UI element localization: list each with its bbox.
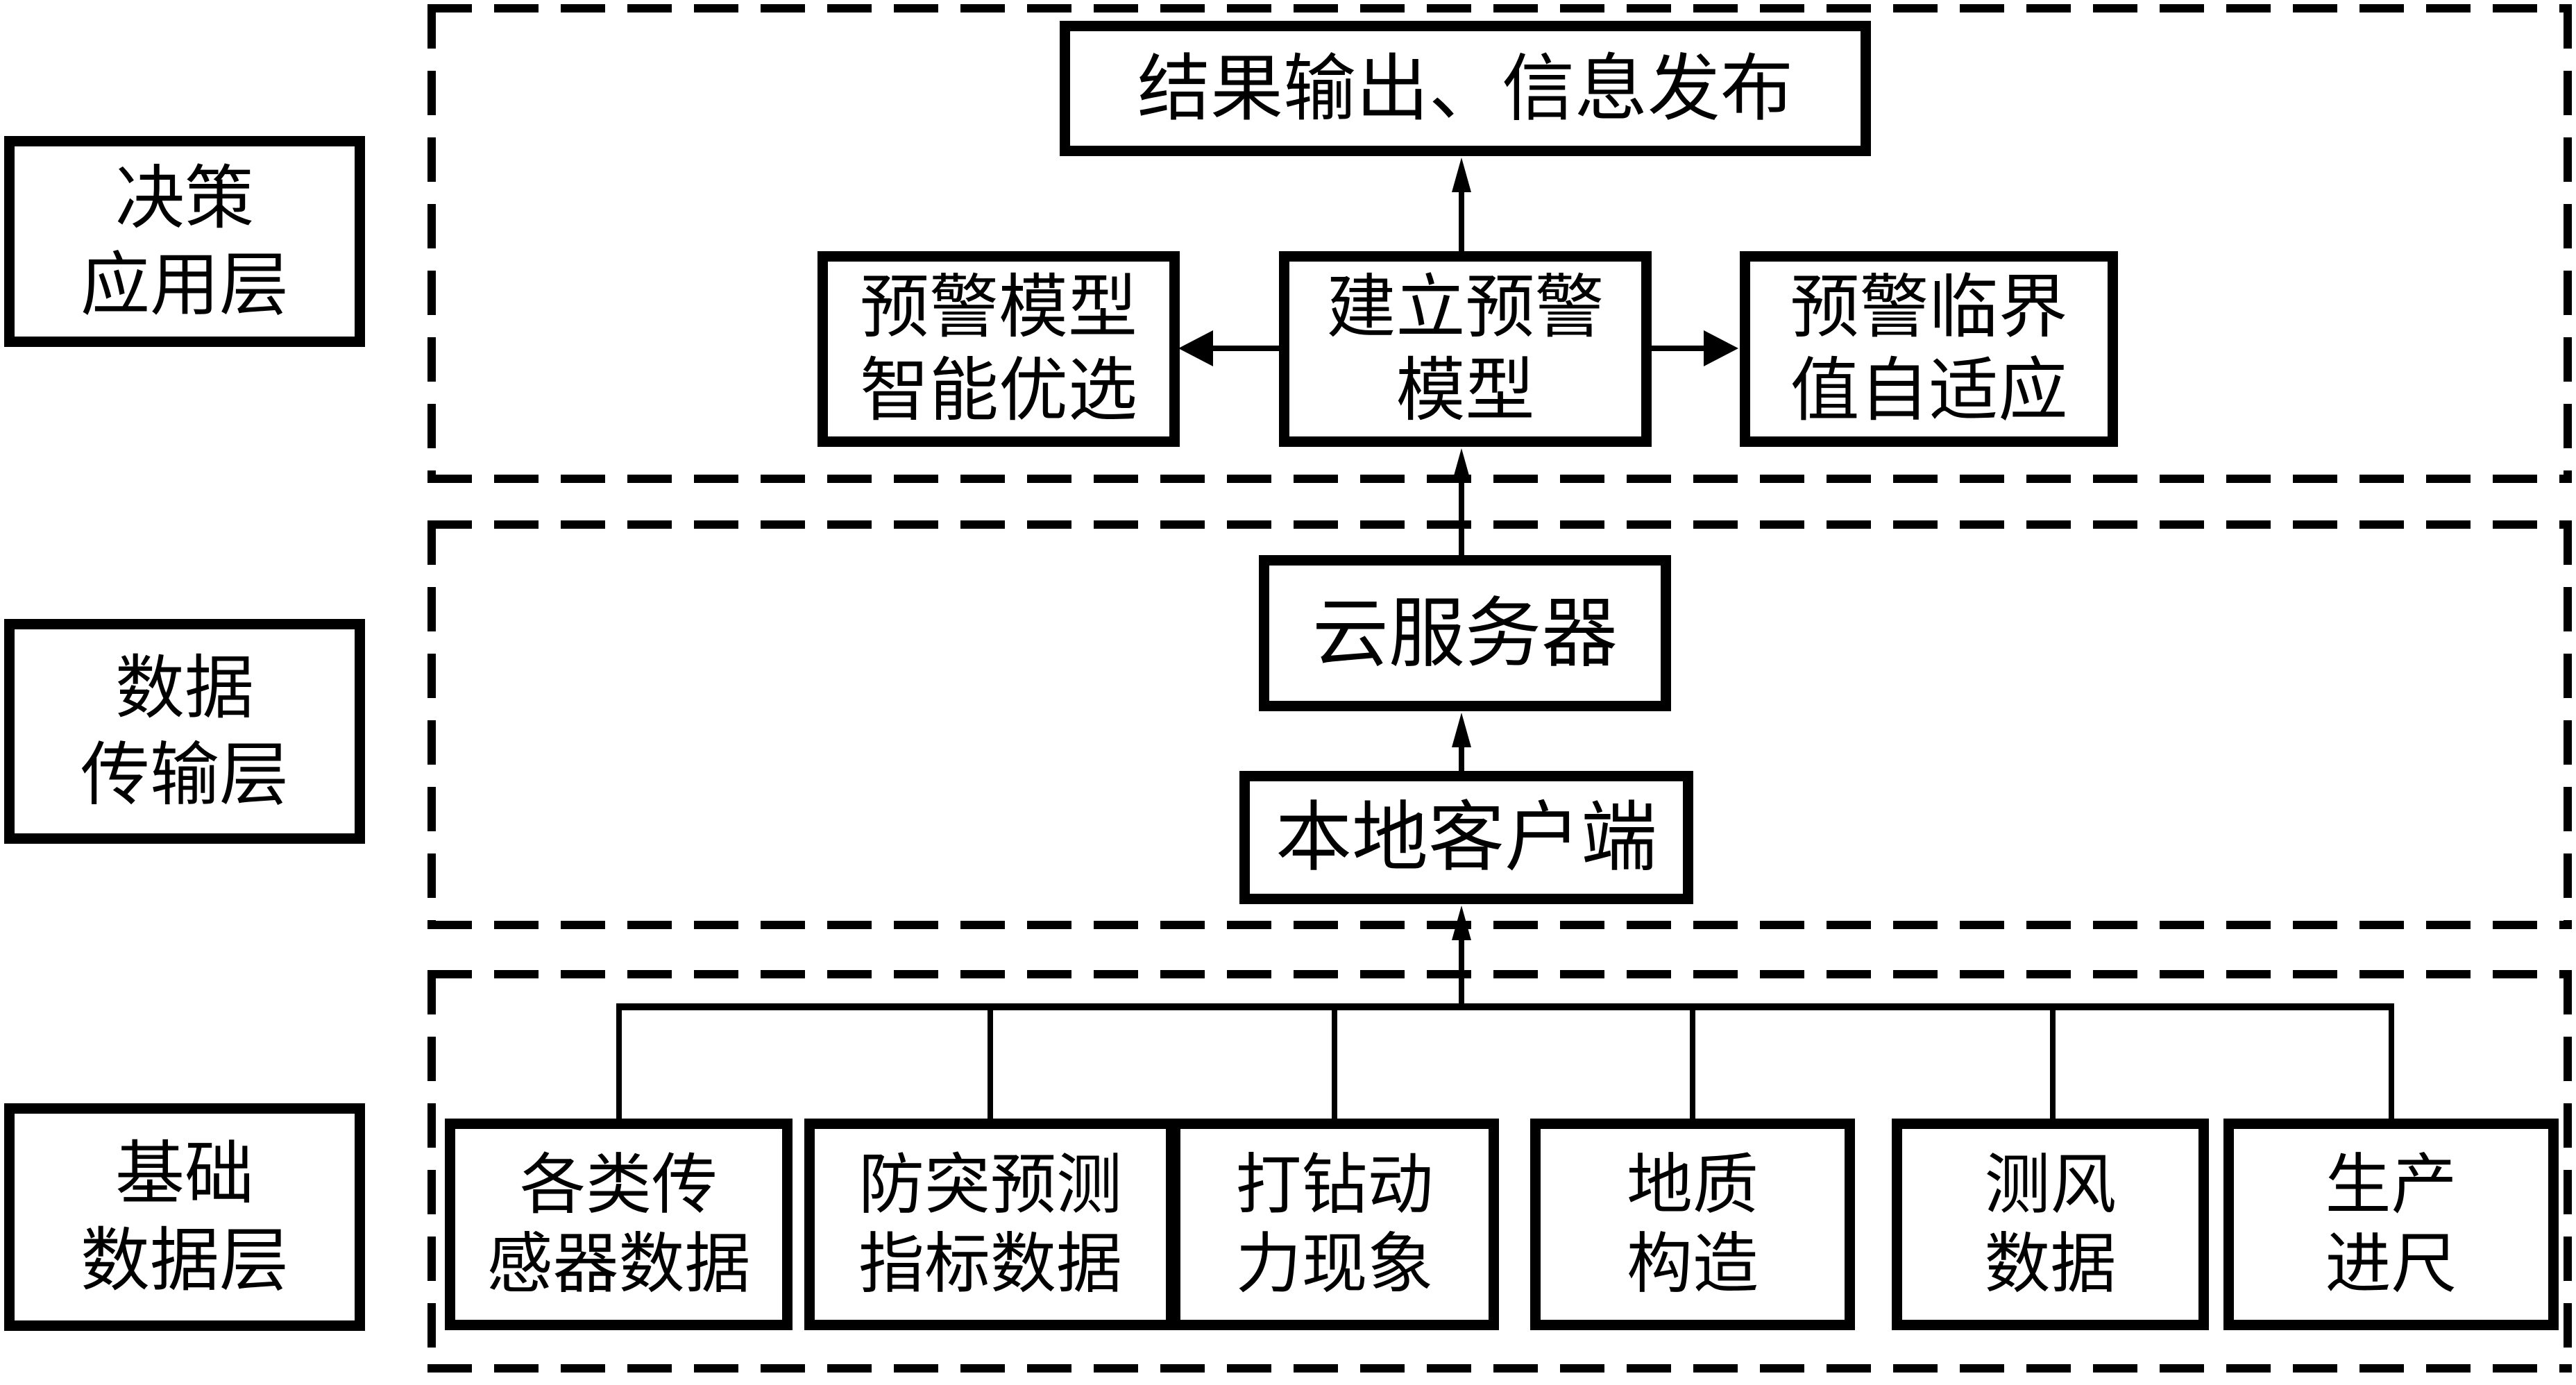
- layer-label-line: 数据层: [80, 1220, 289, 1301]
- node-text: 测风: [1984, 1146, 2117, 1223]
- arrow-up-icon: [1452, 448, 1471, 483]
- node-text: 预警模型: [860, 266, 1137, 348]
- dashed-border-bottom: [427, 475, 2572, 483]
- node-text: 各类传: [519, 1146, 718, 1223]
- node-result-output-info-release: 结果输出、信息发布: [1060, 21, 1871, 156]
- node-text: 云服务器: [1312, 588, 1618, 678]
- node-text: 地质: [1626, 1146, 1759, 1223]
- connector-line-buildmodel-to-optimize: [1210, 346, 1279, 351]
- transmission-layer-container: [427, 520, 2572, 929]
- layer-label-line: 决策: [115, 158, 254, 239]
- layer-label-line: 应用层: [80, 244, 289, 325]
- bus-stub-line: [1332, 1003, 1337, 1120]
- dashed-border-right: [2564, 970, 2572, 1373]
- node-text: 生产: [2325, 1146, 2457, 1223]
- arrow-left-icon: [1178, 330, 1213, 366]
- dashed-border-right: [2564, 520, 2572, 929]
- layer-label-line: 传输层: [80, 734, 289, 815]
- dashed-border-right: [2564, 4, 2572, 483]
- bus-stub-line: [2389, 1003, 2394, 1120]
- layer-label-line: 基础: [115, 1133, 254, 1214]
- node-drilling-dynamic-phenomena: 打钻动 力现象: [1170, 1119, 1499, 1330]
- connector-line-local-to-cloud: [1459, 744, 1464, 771]
- arrow-up-icon: [1452, 713, 1471, 747]
- node-text: 进尺: [2325, 1225, 2457, 1302]
- node-warning-threshold-adaptive: 预警临界 值自适应: [1740, 251, 2118, 447]
- layer-label-data-transmission: 数据 传输层: [4, 619, 365, 844]
- node-text: 数据: [1984, 1225, 2117, 1302]
- node-outburst-prediction-index-data: 防突预测 指标数据: [804, 1119, 1176, 1330]
- layer-label-basic-data: 基础 数据层: [4, 1103, 365, 1331]
- decision-layer-container: [427, 4, 2572, 483]
- dashed-border-left: [427, 4, 436, 483]
- node-text: 模型: [1396, 350, 1535, 431]
- dashed-border-top: [427, 970, 2572, 978]
- node-text: 指标数据: [858, 1225, 1122, 1302]
- node-sensor-data: 各类传 感器数据: [445, 1119, 793, 1330]
- node-text: 感器数据: [486, 1225, 751, 1302]
- connector-line-bus-to-local: [1459, 937, 1464, 1008]
- arrow-up-icon: [1452, 158, 1471, 192]
- node-build-warning-model: 建立预警 模型: [1279, 251, 1652, 447]
- basic-data-layer-container: [427, 970, 2572, 1373]
- node-text: 本地客户端: [1276, 793, 1657, 882]
- dashed-border-bottom: [427, 921, 2572, 929]
- dashed-border-top: [427, 4, 2572, 12]
- arrow-right-icon: [1704, 330, 1738, 366]
- layer-label-line: 数据: [115, 647, 254, 729]
- node-local-client: 本地客户端: [1239, 771, 1693, 904]
- layer-label-decision-application: 决策 应用层: [4, 136, 365, 347]
- dashed-border-left: [427, 970, 436, 1373]
- node-text: 力现象: [1235, 1225, 1434, 1302]
- bus-stub-line: [2050, 1003, 2056, 1120]
- connector-line-buildmodel-to-output: [1459, 189, 1464, 251]
- bus-stub-line: [1690, 1003, 1695, 1120]
- node-text: 值自适应: [1790, 350, 2068, 431]
- node-text: 预警临界: [1790, 266, 2068, 348]
- node-warning-model-optimization: 预警模型 智能优选: [817, 251, 1180, 447]
- bus-stub-line: [616, 1003, 622, 1120]
- node-text: 结果输出、信息发布: [1137, 46, 1793, 131]
- node-text: 打钻动: [1235, 1146, 1434, 1223]
- arrow-up-icon: [1452, 906, 1471, 940]
- dashed-border-left: [427, 520, 436, 929]
- node-text: 建立预警: [1326, 266, 1604, 348]
- node-wind-measurement-data: 测风 数据: [1892, 1119, 2209, 1330]
- connector-line-buildmodel-to-threshold: [1652, 346, 1707, 351]
- dashed-border-top: [427, 520, 2572, 529]
- node-cloud-server: 云服务器: [1259, 555, 1671, 711]
- node-text: 智能优选: [860, 350, 1137, 431]
- dashed-border-bottom: [427, 1364, 2572, 1373]
- node-production-footage: 生产 进尺: [2223, 1119, 2559, 1330]
- data-source-bus-line: [616, 1003, 2394, 1010]
- node-text: 防突预测: [858, 1146, 1122, 1223]
- node-geological-structure: 地质 构造: [1530, 1119, 1855, 1330]
- bus-stub-line: [988, 1003, 993, 1120]
- connector-line-cloud-to-buildmodel: [1459, 479, 1464, 555]
- node-text: 构造: [1626, 1225, 1759, 1302]
